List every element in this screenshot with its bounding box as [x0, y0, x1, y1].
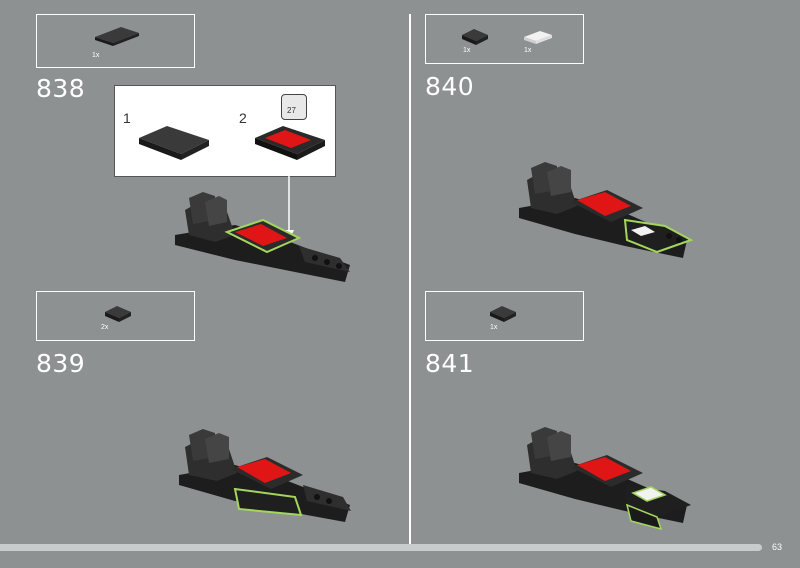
black-slope-icon [490, 306, 516, 322]
model-assembly-840 [519, 162, 694, 258]
part-qty: 2x [101, 324, 109, 331]
step-number-841: 841 [425, 349, 475, 378]
step-839-parts-callout: 2x [36, 291, 195, 341]
substep-number: 2 [239, 110, 247, 126]
model-assembly-841 [519, 427, 691, 531]
part-qty: 1x [463, 47, 471, 54]
sticker-callout: 27 [281, 94, 307, 120]
model-assembly-838 [175, 192, 350, 282]
page-number: 63 [772, 542, 783, 552]
step-number-840: 840 [425, 72, 475, 101]
step-838-parts-callout: 1x [36, 14, 195, 68]
model-assembly-839 [179, 429, 351, 522]
part-qty: 1x [490, 324, 498, 331]
black-slope-icon [462, 29, 488, 45]
part-qty: 1x [92, 52, 100, 59]
bottom-progress-bar [0, 544, 762, 551]
part-qty: 1x [524, 47, 532, 54]
step-number-839: 839 [36, 349, 86, 378]
step-840-parts-callout: 1x 1x [425, 14, 584, 64]
substep-box: 1 2 27 [114, 85, 336, 177]
red-printed-tile-icon [255, 126, 325, 160]
step-841-parts-callout: 1x [425, 291, 584, 341]
step-number-838: 838 [36, 74, 86, 103]
black-tile-icon [95, 27, 139, 46]
sticker-number: 27 [287, 106, 296, 115]
black-slope-icon [105, 306, 131, 322]
substep-number: 1 [123, 110, 131, 126]
black-tile-large-icon [139, 126, 209, 160]
white-plate-icon [524, 31, 552, 44]
center-divider [409, 14, 411, 544]
